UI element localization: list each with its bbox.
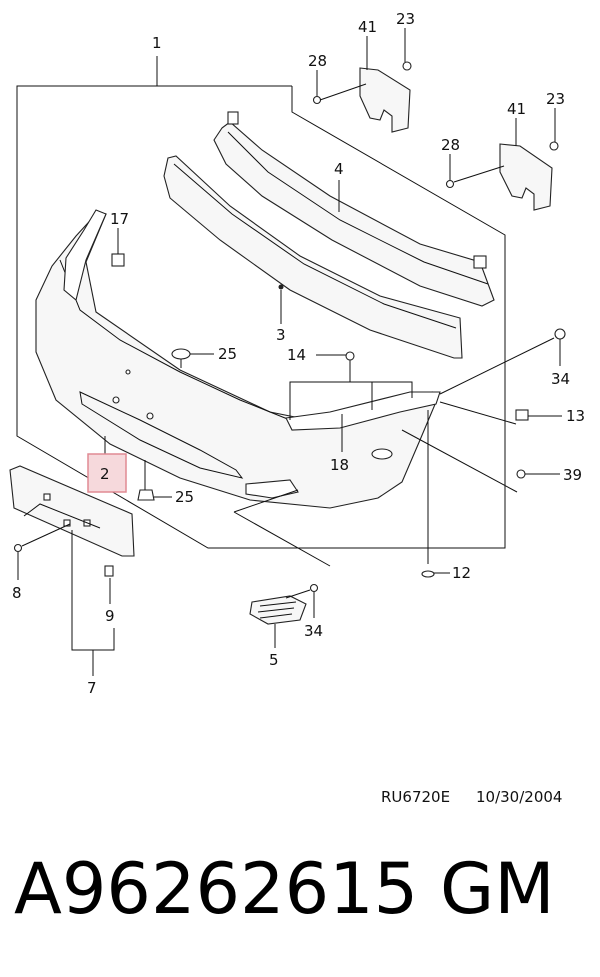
- fascia-lamp-recess-right: [371, 448, 393, 460]
- fascia-hole-1: [112, 396, 120, 404]
- fascia-upper-edge: [59, 259, 291, 421]
- screw-12: [421, 570, 435, 578]
- screw-14: [345, 351, 355, 361]
- callout-25-upper: 25: [218, 345, 237, 363]
- clip-9: [104, 565, 114, 577]
- bolt-39: [516, 469, 526, 479]
- license-plate-bracket: [9, 465, 135, 557]
- callout-34-right: 34: [551, 370, 570, 388]
- beam-tab-left: [227, 111, 239, 125]
- callout-28-upper: 28: [308, 52, 327, 70]
- clip-13-line: [439, 401, 517, 425]
- energy-absorber: [163, 155, 463, 359]
- callout-25-lower: 25: [175, 488, 194, 506]
- screw-34-right: [554, 328, 566, 340]
- callout-8: 8: [12, 584, 22, 602]
- callout-28-lower: 28: [441, 136, 460, 154]
- absorber-pin: [278, 284, 284, 290]
- callout-13: 13: [566, 407, 585, 425]
- lower-rail: [285, 391, 441, 431]
- callout-17: 17: [110, 210, 129, 228]
- push-pin-25-upper: [171, 348, 191, 360]
- leader-14-bracket: [289, 381, 413, 420]
- bolt-28-lower: [445, 179, 455, 189]
- callout-9: 9: [105, 607, 115, 625]
- fascia-hole-3: [125, 369, 131, 375]
- fascia-fog-lamp-recess: [245, 479, 299, 499]
- callout-2-highlight: [87, 453, 127, 493]
- diagram-reference-code: RU6720E: [381, 788, 451, 806]
- bolt-28-upper: [312, 95, 322, 105]
- diagram-reference-date: 10/30/2004: [476, 788, 563, 806]
- side-bracket: [63, 209, 107, 301]
- bracket-front-edge: [23, 503, 101, 529]
- callout-3: 3: [276, 326, 286, 344]
- bezel-projection-a: [233, 511, 331, 567]
- callout-4: 4: [334, 160, 344, 178]
- callout-2: 2: [100, 465, 110, 483]
- energy-absorber-edge: [173, 163, 457, 329]
- bracket-41-lower: [499, 143, 553, 211]
- callout-23-lower: 23: [546, 90, 565, 108]
- reinforcement-beam-edge: [227, 131, 489, 285]
- screw-34-lower-line: [285, 589, 311, 599]
- fog-lamp-bezel-slots: [257, 601, 297, 619]
- callout-5: 5: [269, 651, 279, 669]
- push-pin-25-lower: [137, 489, 155, 501]
- part-number: A96262615: [14, 848, 419, 930]
- callout-7: 7: [87, 679, 97, 697]
- bracket-slot-1: [43, 493, 51, 501]
- fascia-grille: [79, 391, 244, 479]
- callout-34-lower: 34: [304, 622, 323, 640]
- clip-17: [111, 253, 125, 267]
- bracket-slot-2: [63, 519, 71, 527]
- bolt-28-upper-line: [319, 83, 367, 101]
- screw-34-lower: [309, 583, 319, 593]
- bolt-28-lower-line: [453, 165, 505, 183]
- callout-39: 39: [563, 466, 582, 484]
- fascia-hole-2: [146, 412, 154, 420]
- callout-12: 12: [452, 564, 471, 582]
- exploded-parts-diagram: 1 2 3 4 5 7 8 9 12 13 14 17 18 23 23 25 …: [9, 10, 585, 697]
- assembly-frame: [16, 85, 506, 549]
- callout-23-upper: 23: [396, 10, 415, 28]
- bezel-projection-b: [233, 489, 299, 513]
- callout-41-lower: 41: [507, 100, 526, 118]
- callout-41-upper: 41: [358, 18, 377, 36]
- bolt-39-line: [401, 429, 518, 493]
- clip-13: [515, 409, 529, 421]
- bumper-fascia: [35, 211, 437, 509]
- nut-23-upper: [402, 61, 412, 71]
- callout-14: 14: [287, 346, 306, 364]
- beam-tab-right: [473, 255, 487, 269]
- nut-23-lower: [549, 141, 559, 151]
- screw-34-right-line: [439, 337, 555, 395]
- screw-8-line: [21, 523, 71, 547]
- callout-1: 1: [152, 34, 162, 52]
- reinforcement-beam: [213, 121, 495, 307]
- bracket-41-upper: [359, 67, 411, 133]
- brand-name: GM: [440, 848, 555, 930]
- callout-18: 18: [330, 456, 349, 474]
- screw-8: [13, 543, 23, 553]
